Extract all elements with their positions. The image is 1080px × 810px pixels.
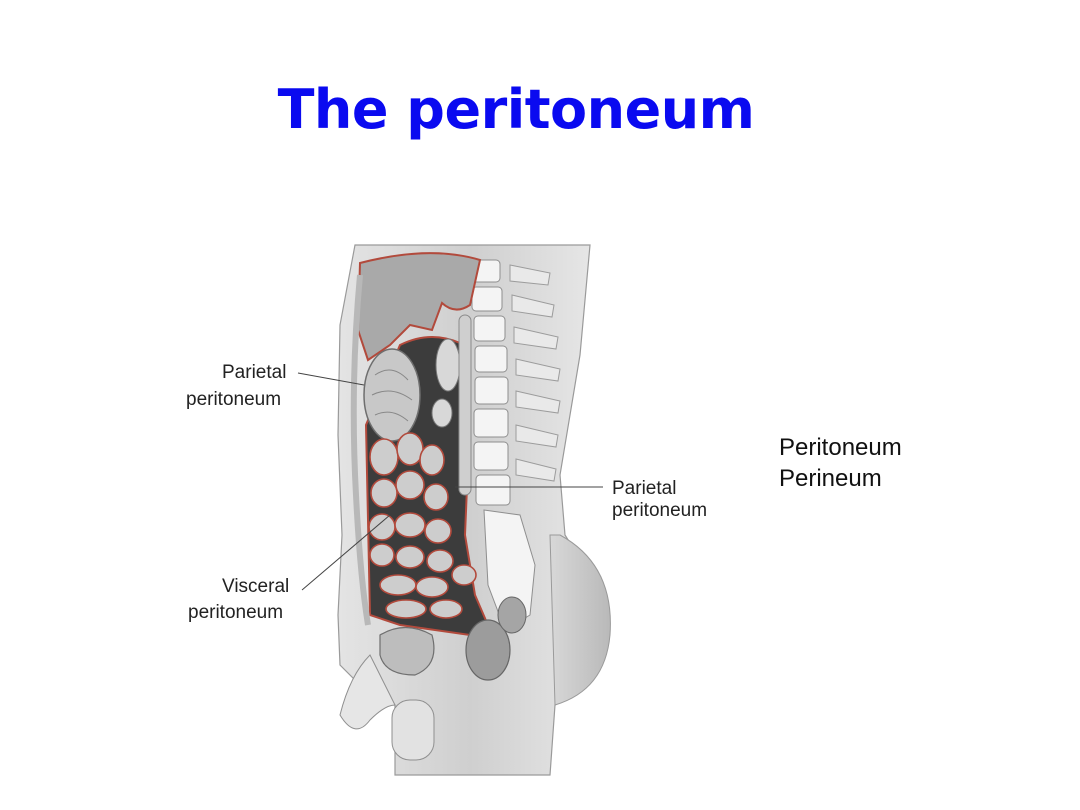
- sagittal-abdomen-illustration: [170, 235, 730, 785]
- bladder: [379, 626, 435, 676]
- anterior-wall: [350, 274, 371, 626]
- notes-text: Peritoneum Perineum: [779, 432, 902, 494]
- small-intestine: [368, 432, 477, 619]
- note-perineum: Perineum: [779, 465, 882, 492]
- abdomen-drawing: [297, 244, 611, 776]
- label-visceral-peritoneum-line2: peritoneum: [188, 602, 284, 623]
- spinous-processes: [509, 264, 561, 482]
- aorta: [458, 314, 472, 496]
- label-parietal-peritoneum-upper: Parietal: [222, 362, 287, 383]
- leader-lines: [297, 372, 603, 591]
- label-visceral-peritoneum: Visceral: [222, 576, 290, 597]
- liver: [356, 252, 482, 362]
- rectum: [465, 619, 511, 681]
- vertebral-column: [469, 259, 536, 631]
- note-peritoneum: Peritoneum: [779, 434, 902, 461]
- buttock: [549, 534, 611, 706]
- label-parietal-peritoneum-right: Parietal peritoneum: [612, 478, 708, 521]
- label-parietal-peritoneum-upper-line2: peritoneum: [186, 389, 282, 410]
- slide-title: The peritoneum: [277, 78, 755, 141]
- external-genitalia: [339, 654, 396, 730]
- stomach: [363, 348, 421, 442]
